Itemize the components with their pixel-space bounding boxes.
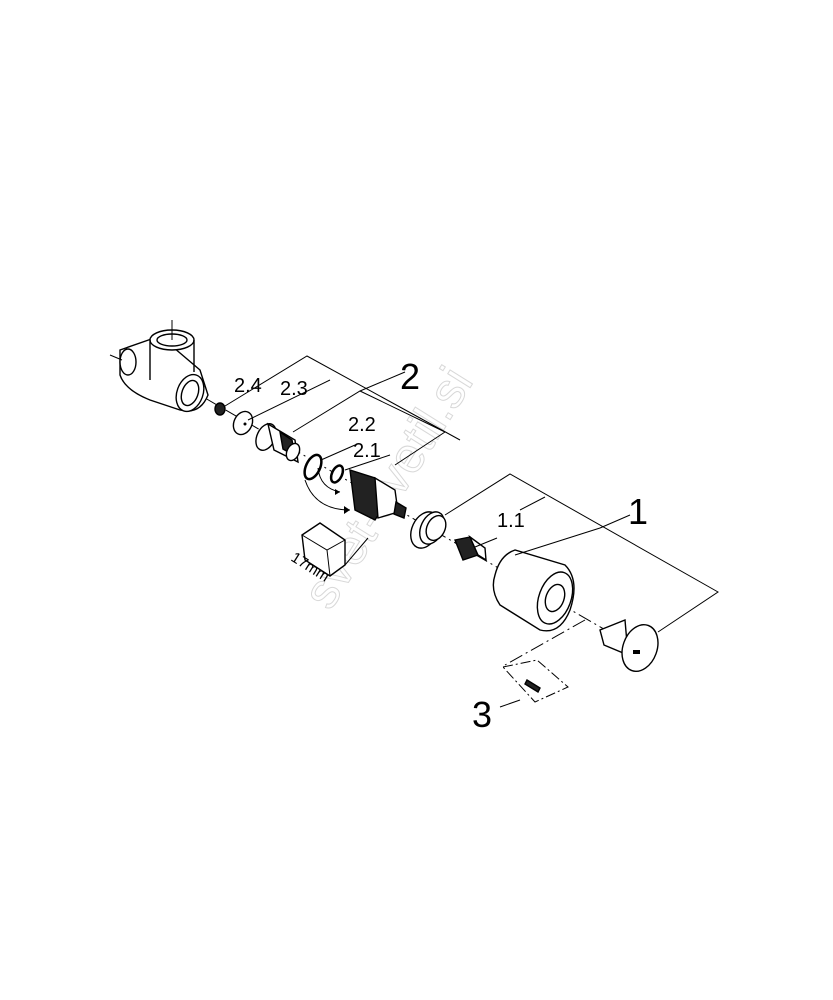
label-2-2: 2.2 <box>348 414 376 436</box>
label-group-2: 2 <box>400 356 420 397</box>
part-2-2-spindle <box>255 422 301 464</box>
cartridge <box>349 468 407 521</box>
part-2-4-washer <box>214 402 226 416</box>
cover-cap <box>599 618 659 672</box>
label-1-1: 1.1 <box>497 510 525 532</box>
label-group-1: 1 <box>628 491 648 532</box>
wrench-17mm-icon <box>301 522 369 577</box>
part-2-1-o-ring <box>329 464 345 484</box>
axis-to-3 <box>504 619 586 666</box>
handle-knob <box>492 549 575 632</box>
label-2-3: 2.3 <box>280 378 308 400</box>
elbow-fitting <box>109 320 209 413</box>
label-2-4: 2.4 <box>234 375 262 397</box>
part-3-screw-box <box>502 659 569 703</box>
leader-lines <box>224 355 719 708</box>
label-2-1: 2.1 <box>353 440 381 462</box>
part-1-1-adapter <box>454 534 487 562</box>
label-group-3: 3 <box>472 694 492 735</box>
ring-nut <box>410 511 447 549</box>
part-2-3-disc <box>232 410 254 436</box>
o-ring-large <box>303 453 323 481</box>
